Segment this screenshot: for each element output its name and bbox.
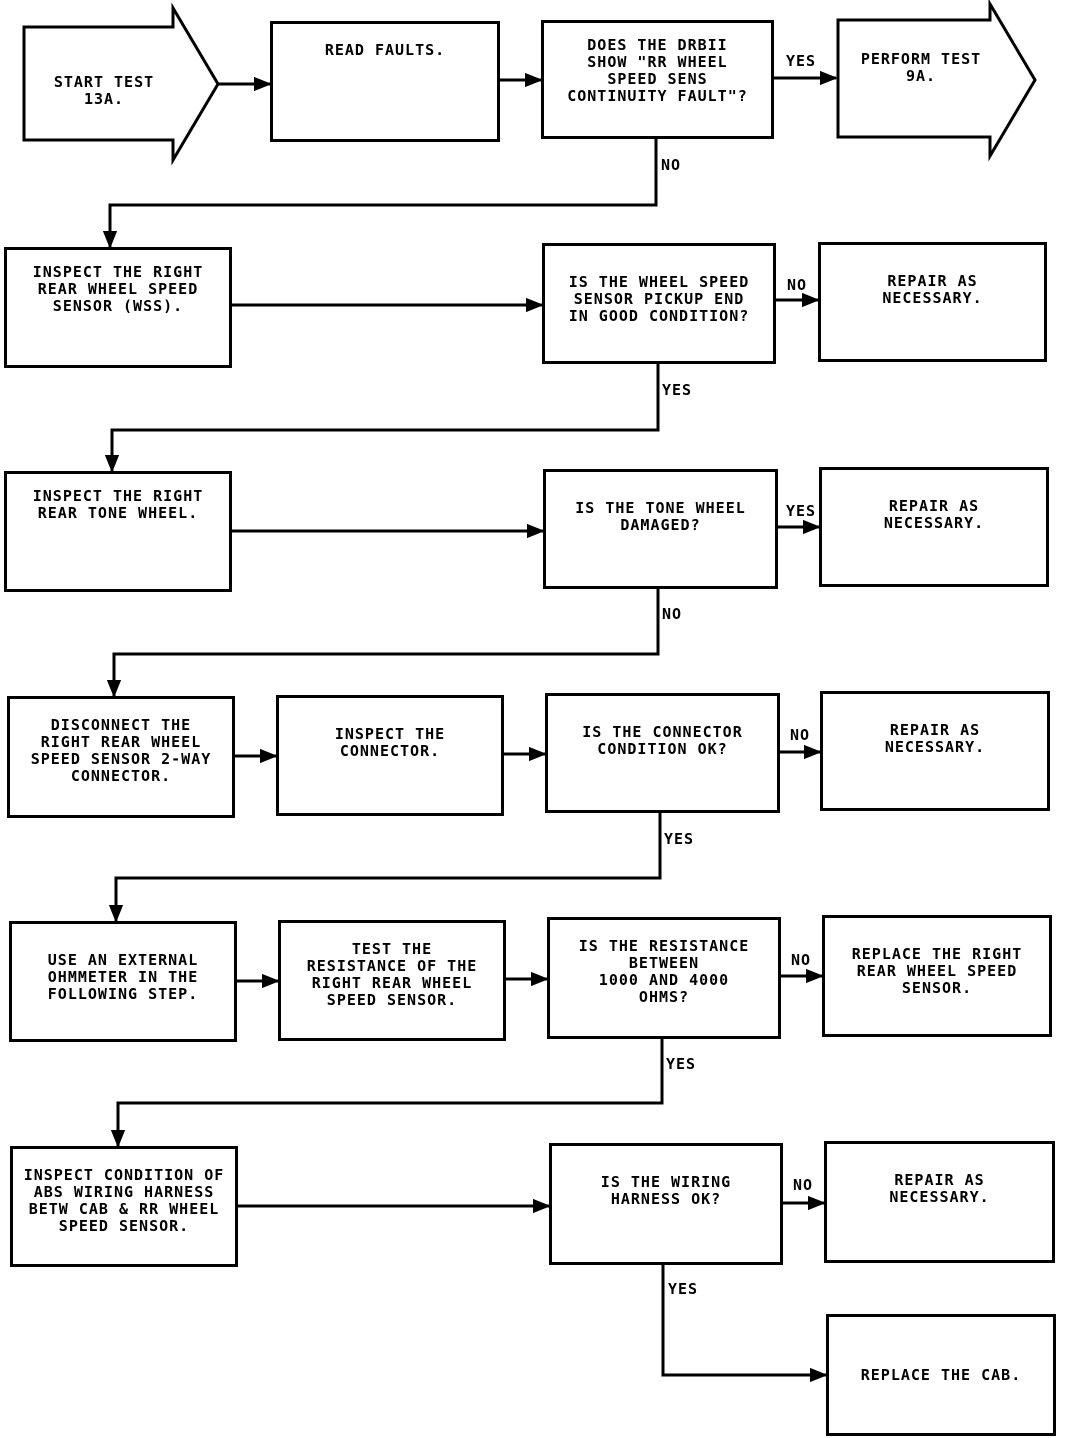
repair-box-1: REPAIR AS NECESSARY. <box>818 242 1047 362</box>
connector-q-resistance-yes <box>110 1038 664 1148</box>
question-harness-box: IS THE WIRING HARNESS OK? <box>549 1143 783 1265</box>
question-tone-box: IS THE TONE WHEEL DAMAGED? <box>543 469 778 589</box>
connector-q-pickup-yes <box>104 363 660 473</box>
replace-sensor-box: REPLACE THE RIGHT REAR WHEEL SPEED SENSO… <box>822 915 1052 1037</box>
label-no-tone: NO <box>662 605 683 623</box>
connector-q-tone-no <box>106 588 660 698</box>
label-no-harness: NO <box>793 1176 814 1194</box>
disconnect-box: DISCONNECT THE RIGHT REAR WHEEL SPEED SE… <box>7 696 235 818</box>
label-yes-connector: YES <box>664 830 695 848</box>
replace-cab-box: REPLACE THE CAB. <box>826 1314 1056 1436</box>
connector-q-drb-no <box>102 138 658 249</box>
label-yes-resistance: YES <box>666 1055 697 1073</box>
label-yes-harness: YES <box>668 1280 699 1298</box>
label-yes-tone: YES <box>786 502 817 520</box>
inspect-wss-box: INSPECT THE RIGHT REAR WHEEL SPEED SENSO… <box>4 247 232 368</box>
perform-test-9a: PERFORM TEST 9A. <box>860 50 982 85</box>
label-yes-pickup: YES <box>662 381 693 399</box>
label-no-resistance: NO <box>791 951 812 969</box>
question-resistance-box: IS THE RESISTANCE BETWEEN 1000 AND 4000 … <box>547 917 781 1039</box>
ohmmeter-box: USE AN EXTERNAL OHMMETER IN THE FOLLOWIN… <box>9 921 237 1042</box>
connector-q-connector-yes <box>108 812 662 923</box>
repair-box-2: REPAIR AS NECESSARY. <box>819 467 1049 587</box>
inspect-connector-box: INSPECT THE CONNECTOR. <box>276 695 504 816</box>
read-faults-box: READ FAULTS. <box>270 21 500 142</box>
start-arrow-shape <box>22 2 220 166</box>
inspect-tone-box: INSPECT THE RIGHT REAR TONE WHEEL. <box>4 471 232 592</box>
inspect-harness-box: INSPECT CONDITION OF ABS WIRING HARNESS … <box>10 1146 238 1267</box>
connector-q-harness-yes <box>661 1265 828 1383</box>
repair-box-3: REPAIR AS NECESSARY. <box>820 691 1050 811</box>
perform-arrow-shape <box>836 0 1037 162</box>
question-drb-box: DOES THE DRBII SHOW "RR WHEEL SPEED SENS… <box>541 20 774 139</box>
start-test-13a: START TEST 13A. <box>53 73 155 108</box>
label-no-drb: NO <box>661 156 682 174</box>
repair-box-4: REPAIR AS NECESSARY. <box>824 1141 1055 1263</box>
label-no-connector: NO <box>790 726 811 744</box>
label-yes-perform: YES <box>786 52 817 70</box>
question-pickup-box: IS THE WHEEL SPEED SENSOR PICKUP END IN … <box>542 243 776 364</box>
label-no-pickup: NO <box>787 276 808 294</box>
question-connector-box: IS THE CONNECTOR CONDITION OK? <box>545 693 780 813</box>
test-resistance-box: TEST THE RESISTANCE OF THE RIGHT REAR WH… <box>278 920 506 1041</box>
